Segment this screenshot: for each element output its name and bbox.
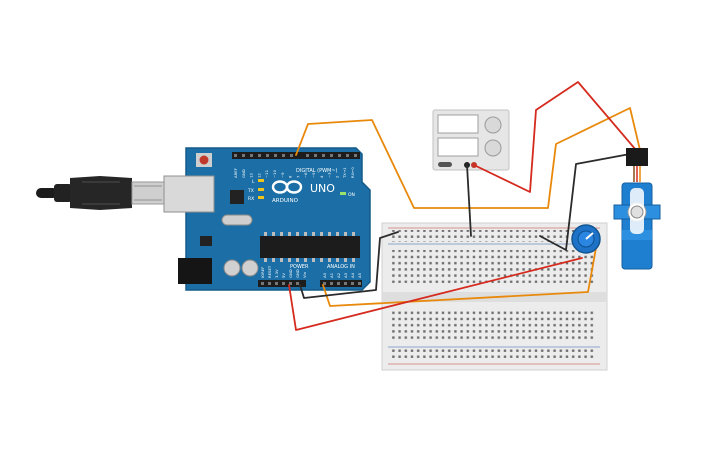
voltage-knob[interactable] [484,116,502,134]
wire-black-supply[interactable] [466,164,472,237]
power-pin-label: RESET [267,265,272,278]
digital-pin-label: ~11 [264,169,269,178]
power-jack [178,258,212,284]
wire-black-servo[interactable] [539,153,631,251]
on-led-label: ON [348,192,355,198]
arduino-logo [271,180,303,194]
analog-pin-label: A4 [350,272,355,278]
digital-pin-label: ~9 [280,172,285,178]
power-pin-label: Vin [302,271,307,278]
digital-pin-label: ~5 [311,172,316,178]
potentiometer-knob-indicator [585,232,594,240]
wire-red-supply[interactable] [473,81,637,193]
digital-pin-label: AREF [233,168,238,178]
digital-pin-label: TX→1 [342,167,347,179]
power-supply[interactable] [432,109,510,171]
digital-pin-label: 7 [295,175,300,178]
digital-label: DIGITAL (PWM~) [296,168,338,174]
current-display [437,137,479,157]
power-pin-label: GND [288,269,293,278]
usb-jack [163,175,215,213]
uno-label: UNO [310,182,335,195]
atmega-chip [260,236,360,258]
power-switch[interactable] [438,162,452,167]
digital-pin-label: ~6 [303,172,308,178]
analog-pin-label: A5 [357,272,362,278]
servo-motor[interactable] [613,148,661,270]
digital-pin-label: 8 [288,175,293,178]
power-pin-label: 3.3V [274,269,279,278]
wire-orange-signal[interactable] [295,107,641,209]
arduino-brand-label: ARDUINO [272,198,299,204]
power-pin-label: 5V [281,273,286,278]
current-knob[interactable] [484,139,502,157]
power-label: POWER [290,264,309,270]
led-rx-label: RX [248,196,254,202]
servo-connector [626,148,648,166]
power-pin-label: GND [295,269,300,278]
digital-pin-label: ~10 [272,169,277,178]
digital-pin-label: 12 [256,173,261,178]
analog-pin-label: A2 [336,272,341,278]
power-pin-label: IOREF [260,267,265,278]
wire-black-gnd[interactable] [299,231,399,299]
potentiometer[interactable] [571,224,601,254]
digital-pin-label: 2 [334,175,339,178]
digital-pin-label: RX←0 [350,167,355,178]
analog-label: ANALOG IN [327,264,355,270]
digital-pin-label: GND [241,169,246,178]
arduino-board[interactable]: UNO ARDUINO DIGITAL (PWM~) POWER ANALOG … [163,147,371,291]
analog-header[interactable] [320,280,362,287]
analog-pin-label: A3 [343,272,348,278]
digital-pin-label: 4 [319,175,324,178]
wire-red-5v[interactable] [288,257,583,331]
analog-pin-label: A0 [322,272,327,278]
breadboard[interactable] [381,222,608,371]
analog-pin-label: A1 [329,272,334,278]
digital-pin-label: 13 [249,173,254,178]
digital-pin-label: ~3 [327,172,332,178]
led-tx-label: TX [247,188,254,194]
led-l-label: L [252,179,255,185]
voltage-display [437,114,479,134]
